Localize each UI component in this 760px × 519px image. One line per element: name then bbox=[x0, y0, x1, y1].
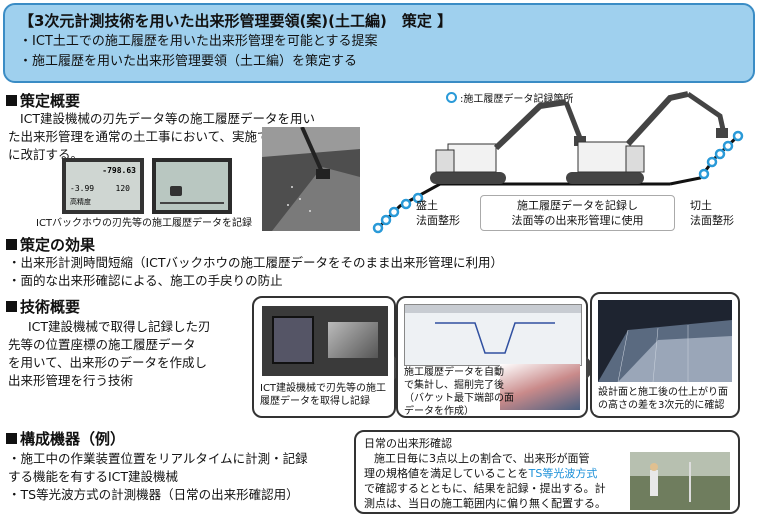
diagram-legend: :施工履歴データ記録箇所 bbox=[446, 92, 573, 106]
daily-check-text: 日常の出来形確認 施工日毎に3点以上の割合で、出来形が面管 理の規格値を満足して… bbox=[364, 436, 626, 511]
monitor-photo-2 bbox=[152, 158, 232, 214]
square-bullet-icon bbox=[6, 95, 17, 106]
diagram-center-label: 施工履歴データを記録し 法面等の出来形管理に使用 bbox=[480, 195, 675, 231]
step-1-photo bbox=[262, 306, 388, 376]
header-line-1: ・ICT土工での施工履歴を用いた出来形管理を可能とする提案 bbox=[19, 34, 378, 49]
equipment-heading: 構成機器（例） bbox=[6, 430, 125, 449]
step-3-box: 設計面と施工後の仕上がり面 の高さの差を3次元的に確認 bbox=[590, 292, 740, 418]
survey-photo bbox=[630, 452, 730, 510]
overview-heading: 策定概要 bbox=[6, 92, 80, 111]
record-points bbox=[372, 130, 744, 234]
equipment-body: ・施工中の作業装置位置をリアルタイムに計測・記録 する機能を有するICT建設機械… bbox=[8, 451, 308, 502]
square-bullet-icon bbox=[6, 301, 17, 312]
overview-photo-caption: ICTバックホウの刃先等の施工履歴データを記録 bbox=[36, 218, 253, 229]
excavator-right-icon bbox=[566, 91, 728, 184]
record-point-icon bbox=[446, 92, 457, 103]
step-2-box: 施工履歴データを自動 で集計し、掘削完了後 （バケット最下端部の面 データを作成… bbox=[396, 296, 588, 418]
diagram-right-label: 切土 法面整形 bbox=[690, 199, 734, 227]
site-photo bbox=[262, 127, 360, 231]
header-banner: 【3次元計測技術を用いた出来形管理要領(案)(土工編) 策定 】 ・ICT土工で… bbox=[3, 3, 755, 83]
square-bullet-icon bbox=[6, 433, 17, 444]
effects-body: ・出来形計測時間短縮（ICTバックホウの施工履歴データをそのまま出来形管理に利用… bbox=[8, 255, 504, 288]
header-title: 【3次元計測技術を用いた出来形管理要領(案)(土工編) 策定 】 bbox=[19, 12, 453, 30]
step-1-box: ICT建設機械で刃先等の施工 履歴データを取得し記録 bbox=[252, 296, 396, 418]
excavator-left-icon bbox=[430, 99, 586, 184]
technology-heading: 技術概要 bbox=[6, 298, 80, 317]
step-2-terrain-image bbox=[500, 364, 580, 410]
step-2-screenshot bbox=[404, 304, 582, 366]
excavation-slope-image bbox=[262, 127, 360, 231]
step-1-caption: ICT建設機械で刃先等の施工 履歴データを取得し記録 bbox=[256, 380, 391, 410]
technology-body: ICT建設機械で取得し記録した刃 先等の位置座標の施工履歴データ を用いて、出来… bbox=[8, 319, 211, 388]
header-line-2: ・施工履歴を用いた出来形管理要領（土工編）を策定する bbox=[19, 54, 358, 69]
step-3-heatmap bbox=[598, 300, 732, 382]
daily-check-box: 日常の出来形確認 施工日毎に3点以上の割合で、出来形が面管 理の規格値を満足して… bbox=[354, 430, 740, 514]
daily-check-title: 日常の出来形確認 bbox=[364, 437, 452, 450]
square-bullet-icon bbox=[6, 239, 17, 250]
step-2-caption: 施工履歴データを自動 で集計し、掘削完了後 （バケット最下端部の面 データを作成… bbox=[404, 367, 514, 417]
effects-heading: 策定の効果 bbox=[6, 236, 95, 255]
excavator-diagram bbox=[372, 91, 744, 234]
diagram-left-label: 盛土 法面整形 bbox=[416, 199, 460, 227]
monitor-photo-1: -798.63 -3.99 120 高精度 bbox=[62, 158, 144, 214]
step-3-caption: 設計面と施工後の仕上がり面 の高さの差を3次元的に確認 bbox=[594, 384, 732, 414]
overview-body: ICT建設機械の刃先データ等の施工履歴データを用い た出来形管理を通常の土工事に… bbox=[8, 111, 320, 162]
ts-method-highlight: TS等光波方式 bbox=[528, 467, 598, 480]
